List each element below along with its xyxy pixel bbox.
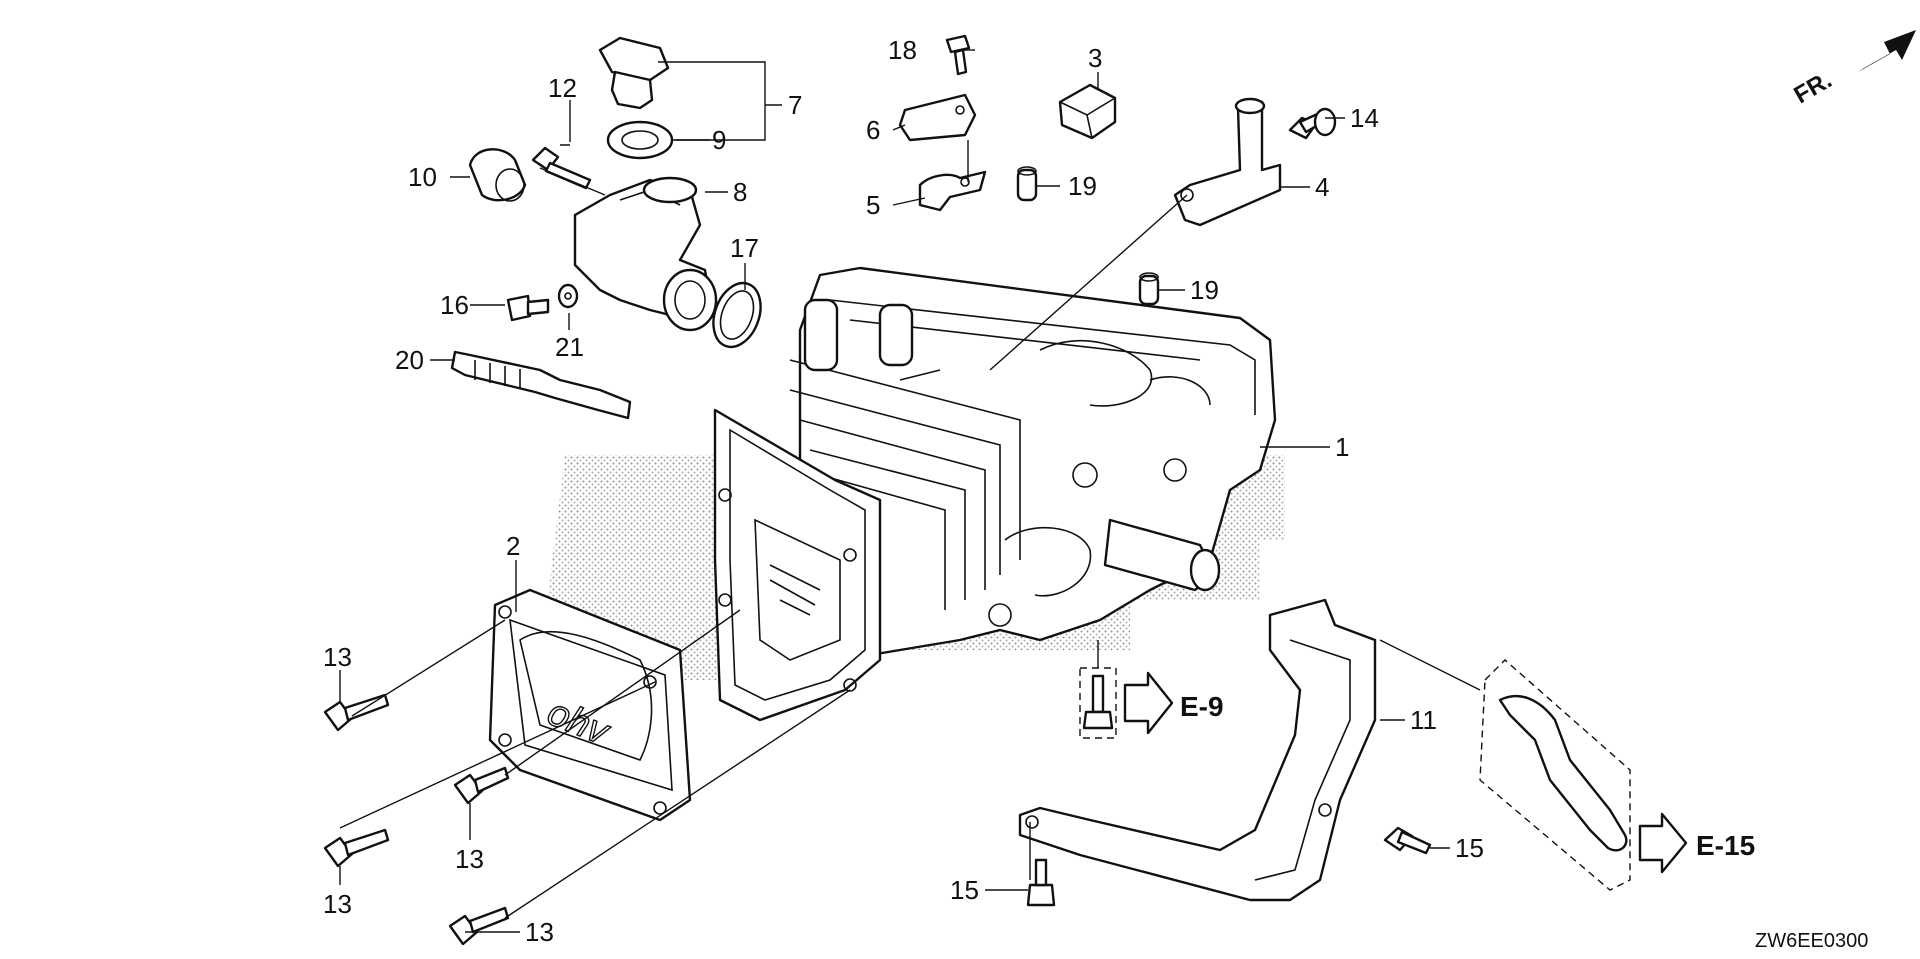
callout-18: 18 [888,35,917,65]
bolt-16 [506,294,550,322]
breather-pipe [1173,97,1282,227]
leader-lines [339,49,1481,933]
callout-19-lower: 19 [1190,275,1219,305]
drawing-code: ZW6EE0300 [1755,930,1868,952]
bolt-13-middle [453,766,510,805]
callout-13-middle: 13 [455,844,484,874]
callout-15-right: 15 [1455,833,1484,863]
callout-19-upper: 19 [1068,171,1097,201]
callout-8: 8 [733,177,747,207]
valve-cover: ohv [488,588,692,822]
dowel-pin-upper [1016,166,1038,202]
bolt-14 [1288,107,1337,140]
front-arrow-icon [1858,30,1916,72]
rubber-mount [1058,83,1117,140]
ref-arrow-e15[interactable]: E-15 [1638,812,1755,874]
bolt-12 [531,146,592,190]
callout-4: 4 [1315,172,1329,202]
washer-21 [557,283,579,309]
callout-13-bottom: 13 [525,917,554,947]
e9-bolt-box [1079,667,1117,739]
bolt-13-bottom [448,906,510,946]
front-direction-indicator: FR. [1790,30,1916,109]
oil-filler-neck [573,176,718,332]
callout-10: 10 [408,162,437,192]
callout-16: 16 [440,290,469,320]
callout-13-lower-left: 13 [323,889,352,919]
callout-13-upper: 13 [323,642,352,672]
guide-plate [898,93,977,142]
bracket [1018,598,1377,902]
callout-9: 9 [712,125,726,155]
callout-7: 7 [788,90,802,120]
spark-plug [450,350,632,420]
front-direction-label: FR. [1790,66,1837,109]
callout-17: 17 [730,233,759,263]
callout-3: 3 [1088,43,1102,73]
callout-20: 20 [395,345,424,375]
bolt-13-lower-left [323,828,390,868]
filler-gasket [712,281,762,349]
bolt-15-bottom [1026,858,1056,907]
retainer-clip [918,170,987,212]
callouts: 1 2 3 4 5 6 7 8 9 10 11 12 13 13 13 13 1… [323,35,1484,947]
callout-15-bottom: 15 [950,875,979,905]
callout-14: 14 [1350,103,1379,133]
head-flange [713,408,882,722]
callout-12: 12 [548,73,577,103]
dowel-pin-lower [1138,272,1160,306]
screw-18 [945,34,971,76]
callout-2: 2 [506,531,520,561]
callout-6: 6 [866,115,880,145]
oil-seal-ring [606,120,674,160]
callout-11: 11 [1410,705,1437,735]
breather-hose [1479,659,1631,891]
callout-1: 1 [1335,432,1349,462]
dust-cap [468,148,527,202]
ref-e15-label[interactable]: E-15 [1696,830,1755,861]
callout-5: 5 [866,190,880,220]
bolt-15-right [1383,826,1432,855]
callout-21: 21 [555,332,584,362]
ref-arrow-e9[interactable]: E-9 [1123,671,1224,735]
ref-e9-label[interactable]: E-9 [1180,691,1224,722]
oil-filler-cap [598,36,670,110]
